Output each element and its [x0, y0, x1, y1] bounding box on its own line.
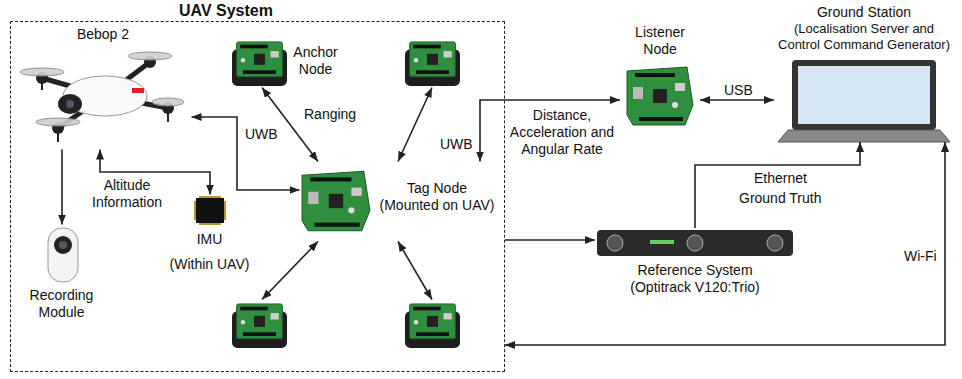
edge-label: UWB — [243, 126, 280, 143]
tag-node: Tag Node(Mounted on UAV) — [300, 162, 500, 242]
anchor-board — [405, 304, 460, 348]
camera-illustration — [48, 228, 78, 282]
anchor-node — [405, 38, 460, 88]
ground-station-node: Ground Station(Localisation Server and C… — [774, 4, 954, 142]
edge-label: Wi-Fi — [902, 248, 939, 265]
drone-illustration — [20, 52, 184, 142]
imu-chip — [194, 196, 226, 225]
node-title: Anchor Node — [290, 44, 342, 78]
node-title: IMU — [167, 231, 253, 248]
edge-label-holder: UWB — [438, 136, 475, 153]
node-title: UAV System — [179, 2, 273, 20]
anchor-board — [232, 42, 287, 86]
listener-board — [627, 67, 693, 125]
connector-arrow — [398, 242, 432, 300]
anchor-node — [232, 300, 287, 350]
anchor-board — [405, 42, 460, 86]
node-title: Ground Station — [774, 4, 954, 21]
edge-label: USB — [722, 82, 755, 99]
connector-arrow — [398, 88, 432, 162]
tracking-camera-bar — [597, 230, 793, 256]
node-title: Tag Node — [375, 180, 500, 197]
node-note: (Within UAV) — [167, 256, 253, 273]
listener-node: Listener Node — [620, 24, 700, 132]
connector-arrow — [61, 150, 63, 225]
connector-arrow — [192, 117, 300, 190]
laptop-illustration — [778, 60, 950, 142]
node-title: Bebop 2 — [15, 26, 192, 43]
connector-arrow — [505, 142, 945, 345]
drone-node: Bebop 2 — [15, 26, 192, 150]
edge-label: Altitude Information — [90, 177, 164, 211]
reference-system-node: Reference System(Optitrack V120:Trio) — [595, 228, 795, 300]
annotation-label-holder: Distance, Acceleration and Angular Rate — [506, 107, 618, 158]
node-note: (Localisation Server and Control Command… — [774, 21, 954, 53]
connector-arrow — [700, 99, 774, 101]
anchor-node: Anchor Node — [232, 36, 342, 88]
edge-label-holder: Ranging — [302, 106, 358, 123]
edge-label-holder: UWB — [243, 126, 280, 143]
imu-node: IMU (Within UAV) — [167, 195, 253, 280]
edge-label-holder: Wi-Fi — [902, 248, 939, 265]
system-boundary: UAV SystemBebop 2Anchor NodeTag Node(Mou… — [10, 21, 505, 372]
annotation-label: Distance, Acceleration and Angular Rate — [506, 107, 618, 158]
connector-arrow — [262, 88, 318, 162]
edge-label-holder: Ethernet — [752, 170, 809, 187]
edge-label: UWB — [438, 136, 475, 153]
edge-label-holder: USB — [722, 82, 755, 99]
edge-label: Ranging — [302, 106, 358, 123]
edge-label-holder: Altitude Information — [90, 177, 164, 211]
node-note: (Mounted on UAV) — [375, 197, 500, 214]
node-title: Recording Module — [22, 287, 102, 321]
node-title: Listener Node — [620, 24, 700, 58]
connector-arrow — [480, 100, 620, 162]
anchor-board — [232, 304, 287, 348]
connector-arrow — [695, 142, 860, 228]
annotation-label: Ground Truth — [737, 190, 824, 207]
node-title: Reference System — [595, 262, 795, 279]
connector-arrow — [505, 239, 595, 241]
connector-arrow — [262, 242, 318, 300]
annotation-label-holder: Ground Truth — [737, 190, 824, 207]
tag-board — [302, 171, 370, 231]
anchor-node — [405, 300, 460, 350]
edge-label: Ethernet — [752, 170, 809, 187]
recording-node: Recording Module — [22, 225, 102, 322]
node-note: (Optitrack V120:Trio) — [595, 279, 795, 296]
